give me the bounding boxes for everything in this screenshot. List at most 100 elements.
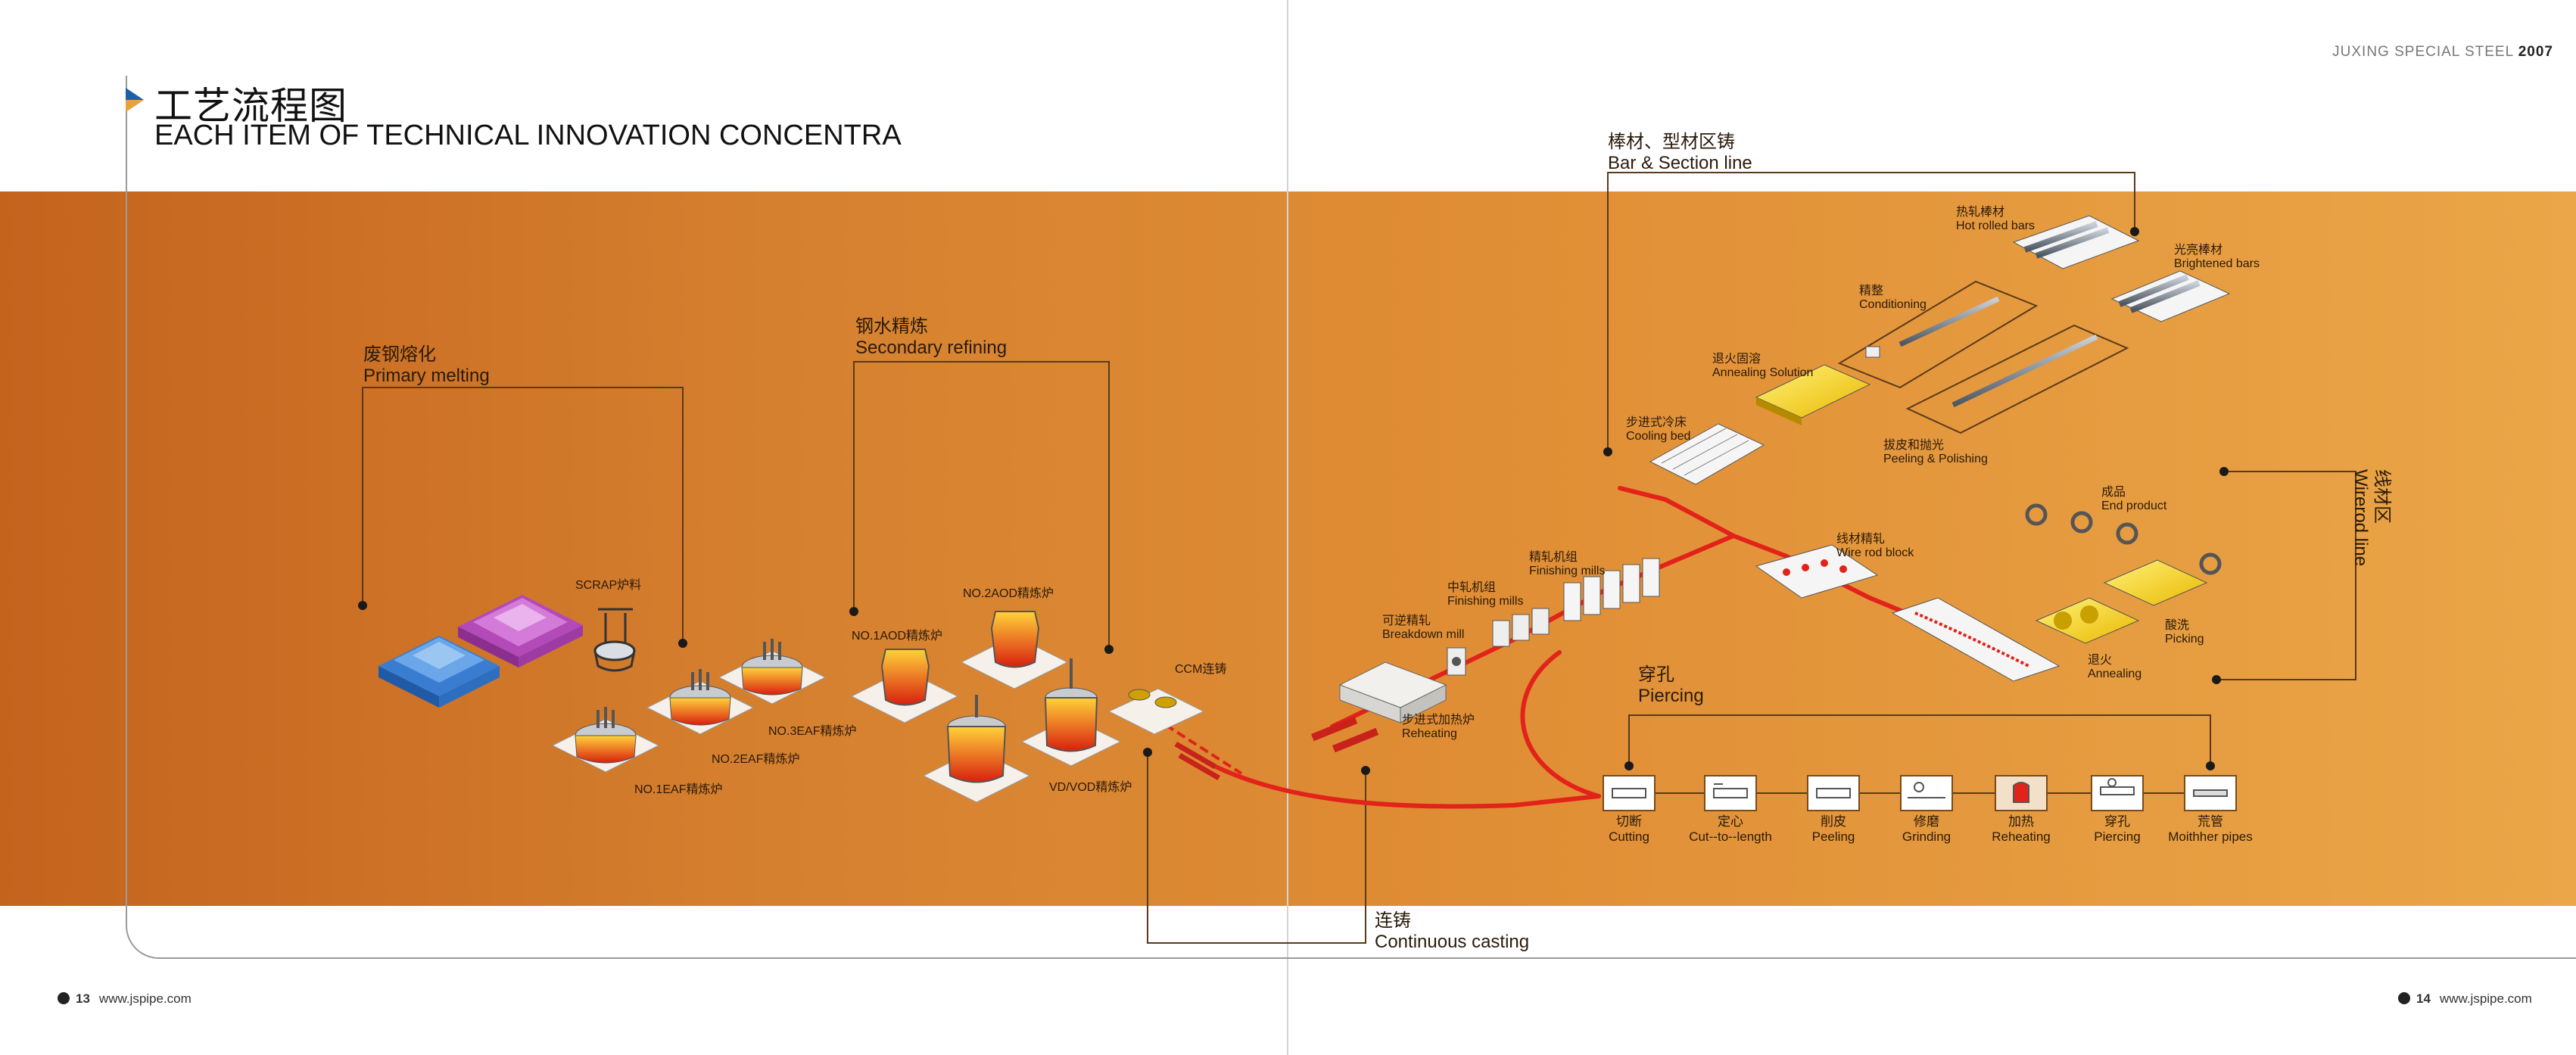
- piercing-step-grinding: 修磨 Grinding: [1900, 775, 1953, 844]
- wire-rod-block-en: Wire rod block: [1836, 546, 1914, 559]
- step-label-cn: 切断: [1616, 814, 1642, 829]
- page-spine: [1287, 0, 1288, 1055]
- furnace-icon: [1995, 775, 2048, 811]
- brand-year: 2007: [2518, 44, 2553, 60]
- logo-icon: [58, 992, 70, 1004]
- hot-rolled-bars: [2012, 215, 2140, 269]
- hot-rolled-bars-en: Hot rolled bars: [1956, 219, 2036, 232]
- leader-lines: [362, 172, 2356, 944]
- bar-section-line-cn: 棒材、型材区铸: [1608, 132, 1735, 152]
- annealing-label: 退火 Annealing: [2088, 654, 2141, 681]
- page-number-left: 13: [76, 991, 90, 1006]
- reheating-furnace-label: 步进式加热炉 Reheating: [1402, 714, 1475, 741]
- pipe-icon: [2184, 775, 2237, 811]
- finishing-mills-label: 精轧机组 Finishing mills: [1529, 551, 1605, 578]
- finishing-mills-en: Finishing mills: [1529, 565, 1606, 577]
- intermediate-mills: [1492, 608, 1550, 647]
- page-number-right: 14: [2416, 991, 2431, 1006]
- step-label-cn: 荒管: [2198, 814, 2223, 829]
- annealing-solution-cn: 退火固溶: [1712, 353, 1761, 366]
- annealing-cn: 退火: [2088, 654, 2113, 667]
- intermediate-mills-cn: 中轧机组: [1447, 581, 1497, 594]
- step-label-cn: 加热: [2008, 814, 2034, 829]
- brand-name: JUXING SPECIAL STEEL: [2332, 44, 2514, 60]
- finishing-mills-cn: 精轧机组: [1529, 551, 1578, 564]
- step-label-cn: 削皮: [1821, 814, 1846, 829]
- piercing-step-cut-to-length: 定心 Cut--to--length: [1689, 775, 1772, 844]
- scrap-pile-blue: [378, 636, 500, 708]
- pickling-cn: 酸洗: [2165, 619, 2190, 632]
- wire-rod-block-cn: 线材精轧: [1836, 533, 1886, 546]
- wire-coils: [2025, 503, 2222, 575]
- wire-rod-block-label: 线材精轧 Wire rod block: [1836, 533, 1914, 560]
- page-frame: [126, 76, 2576, 959]
- eaf1-label: NO.1EAF精炼炉: [634, 783, 723, 796]
- breakdown-mill-cn: 可逆精轧: [1382, 615, 1431, 627]
- logo-icon: [2398, 992, 2410, 1004]
- piercing-step-mother-pipes: 荒管 Moithher pipes: [2168, 775, 2253, 844]
- conditioning-cn: 精整: [1859, 285, 1884, 297]
- annealing-solution-furnace: [1755, 364, 1871, 425]
- secondary-refining-label: 钢水精炼 Secondary refining: [855, 316, 1007, 359]
- aod1-label: NO.1AOD精炼炉: [852, 630, 943, 643]
- eaf-furnace-3: [718, 639, 827, 705]
- step-label-en: Peeling: [1811, 829, 1855, 844]
- brightened-bars-label: 光亮棒材 Brightened bars: [2174, 244, 2260, 271]
- secondary-refining-cn: 钢水精炼: [855, 316, 928, 337]
- hot-rolled-bars-label: 热轧棒材 Hot rolled bars: [1956, 206, 2035, 233]
- grind-icon: [1900, 775, 1953, 811]
- end-product-cn: 成品: [2101, 486, 2126, 499]
- brand-header: JUXING SPECIAL STEEL 2007: [2332, 44, 2553, 61]
- pickling-tank: [2103, 559, 2208, 606]
- conditioning-platform: [1837, 280, 2039, 389]
- peel-icon: [1807, 775, 1860, 811]
- primary-melting-en: Primary melting: [363, 366, 490, 386]
- annealing-solution-label: 退火固溶 Annealing Solution: [1712, 353, 1813, 380]
- billets: [1311, 716, 1379, 753]
- primary-melting-cn: 废钢熔化: [363, 344, 436, 365]
- annealing-tank: [2035, 597, 2140, 644]
- peeling-polishing-platform: [1905, 324, 2129, 434]
- bar-section-line-label: 棒材、型材区铸 Bar & Section line: [1608, 132, 1752, 174]
- cooling-bed: [1649, 423, 1765, 485]
- footer-url-left[interactable]: www.jspipe.com: [98, 991, 192, 1006]
- end-product-label: 成品 End product: [2101, 486, 2166, 513]
- piercing-step-peeling: 削皮 Peeling: [1807, 775, 1860, 844]
- reheating-furnace-cn: 步进式加热炉: [1402, 714, 1475, 727]
- aod-converter-2: [960, 611, 1069, 689]
- secondary-refining-en: Secondary refining: [855, 338, 1008, 358]
- annealing-en: Annealing: [2088, 668, 2142, 680]
- vdvod-label: VD/VOD精炼炉: [1049, 781, 1132, 794]
- bar-section-line-en: Bar & Section line: [1608, 153, 1752, 173]
- piercing-en: Piercing: [1638, 686, 1704, 706]
- intermediate-mills-en: Finishing mills: [1447, 595, 1524, 608]
- step-label-en: Reheating: [1992, 829, 2051, 844]
- pickling-label: 酸洗 Picking: [2165, 619, 2204, 646]
- breakdown-mill-label: 可逆精轧 Breakdown mill: [1382, 615, 1464, 642]
- step-label-cn: 穿孔: [2104, 814, 2130, 829]
- continuous-casting-en: Continuous casting: [1375, 932, 1530, 952]
- footer-url-right[interactable]: www.jspipe.com: [2439, 991, 2532, 1006]
- intermediate-mills-label: 中轧机组 Finishing mills: [1447, 581, 1523, 608]
- footer-right: 14 www.jspipe.com: [2398, 991, 2532, 1007]
- brightened-bars: [2110, 270, 2231, 322]
- ccm-label: CCM连铸: [1175, 663, 1227, 676]
- eaf-furnace-2: [646, 669, 755, 735]
- piercing-step-reheating: 加热 Reheating: [1992, 775, 2051, 844]
- step-label-en: Cut--to--length: [1689, 829, 1772, 844]
- laying-conveyor: [1891, 597, 2060, 682]
- wirerod-line-cn: 线材区: [2372, 469, 2392, 524]
- piercing-label: 穿孔 Piercing: [1638, 664, 1704, 707]
- end-product-en: End product: [2101, 499, 2167, 512]
- primary-melting-label: 废钢熔化 Primary melting: [363, 344, 490, 387]
- cooling-bed-cn: 步进式冷床: [1626, 416, 1687, 429]
- aod-converter-1: [850, 649, 959, 724]
- page-title-cn: 工艺流程图: [154, 85, 347, 127]
- aod2-label: NO.2AOD精炼炉: [963, 587, 1054, 600]
- wire-rod-block: [1755, 544, 1879, 599]
- eaf3-label: NO.3EAF精炼炉: [768, 725, 857, 738]
- step-label-cn: 修磨: [1914, 814, 1939, 829]
- step-label-en: Grinding: [1902, 829, 1951, 844]
- breakdown-mill-en: Breakdown mill: [1382, 628, 1465, 641]
